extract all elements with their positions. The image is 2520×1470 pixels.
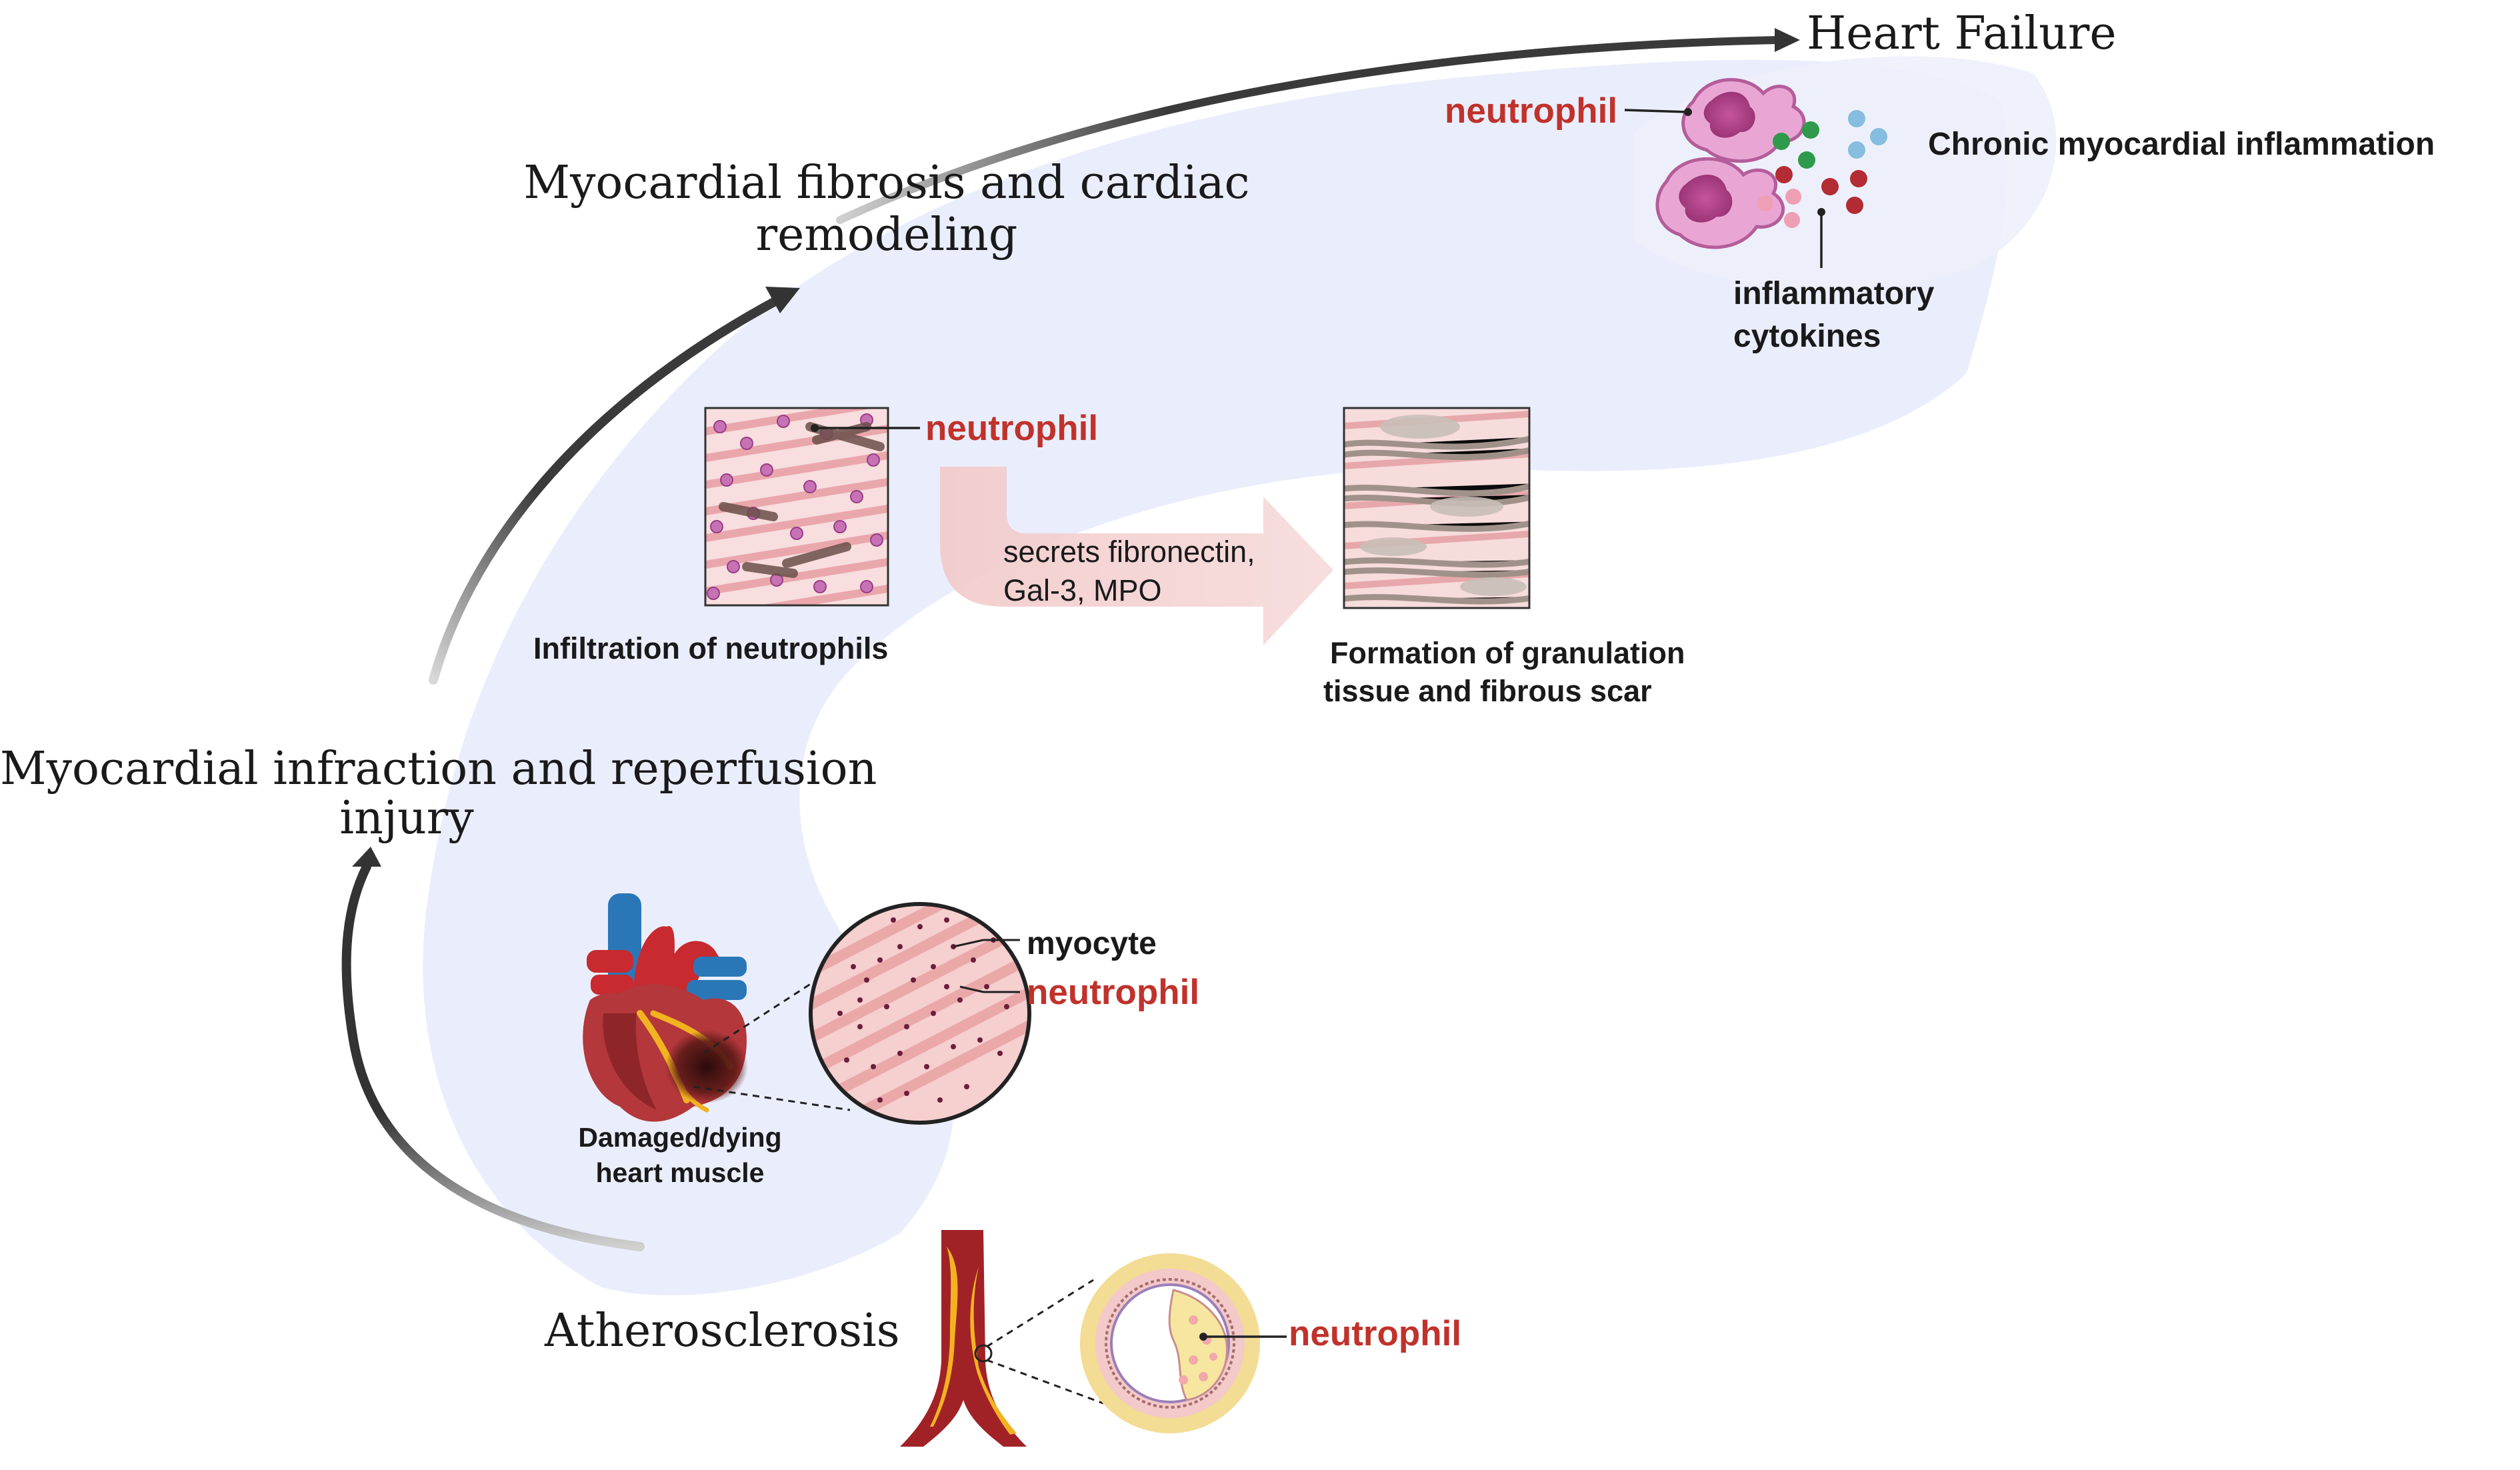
stage-infarction-line2: injury [339,792,474,845]
secretion-arrow [940,467,1333,645]
tissue-scar-image [1343,407,1531,609]
chronic-inflammation-label: Chronic myocardial inflammation [1928,127,2435,162]
inflammatory-cytokines-dots [1757,110,1887,228]
infarction-neutrophil-label: neutrophil [1027,973,1200,1012]
secretion-label-line1: secrets fibronectin, [1003,535,1255,569]
secretion-label-line2: Gal-3, MPO [1003,573,1162,607]
arrowhead-infarction [352,847,381,867]
arrow-infarction-to-fibrosis [429,294,785,685]
cytokines-label-line1: inflammatory [1733,276,1935,311]
artery-zoom-line-top [986,1279,1094,1348]
fibrosis-neutrophil-label: neutrophil [925,409,1099,448]
heart-failure-neutrophil-label: neutrophil [1445,91,1618,131]
stage-heart-failure: Heart Failure [1807,7,2117,60]
neutrophil-cell-lower [1655,157,1785,249]
stage-infarction-line1: Myocardial infraction and reperfusion [0,743,877,795]
arrow-atherosclerosis-to-infarction [341,862,645,1251]
heart-failure-neutrophil-leader [1624,109,1689,113]
stage-fibrosis-line1: Myocardial fibrosis and cardiac [523,157,1250,209]
fibrosis-neutrophil-pointer [811,424,819,432]
myocyte-leader [953,939,984,948]
myocyte-label: myocyte [1027,926,1157,961]
heart-label-line1: Damaged/dying [578,1122,782,1153]
atherosclerosis-neutrophil-pointer [1199,1333,1207,1341]
artery-illustration [900,1230,1027,1447]
stage-atherosclerosis: Atherosclerosis [545,1305,900,1357]
damaged-heart-illustration [583,893,748,1122]
scar-label-line2: tissue and fibrous scar [1323,674,1652,708]
heart-failure-neutrophil-pointer [1684,108,1692,116]
artery-zoom-line-bottom [986,1359,1104,1405]
infarction-neutrophil-leader [959,985,984,993]
myocardium-microscopy-circle [809,902,1031,1125]
artery-cross-section [1080,1253,1260,1433]
infiltration-label: Infiltration of neutrophils [533,631,889,665]
heart-label-line2: heart muscle [595,1157,765,1188]
heart-zoom-line-top [703,979,817,1055]
arrowhead-fibrosis [765,287,800,313]
heart-zoom-line-bottom [693,1085,851,1111]
atherosclerosis-neutrophil-label: neutrophil [1289,1314,1462,1353]
tissue-infiltration-image [704,407,889,607]
cytokines-label-line2: cytokines [1733,319,1881,354]
stage-fibrosis-line2: remodeling [755,209,1018,261]
arrow-fibrosis-to-heart-failure [836,36,1784,224]
cytokines-pointer [1817,208,1825,216]
arrowhead-heart-failure [1775,28,1800,52]
scar-label-line1: Formation of granulation [1330,636,1685,670]
